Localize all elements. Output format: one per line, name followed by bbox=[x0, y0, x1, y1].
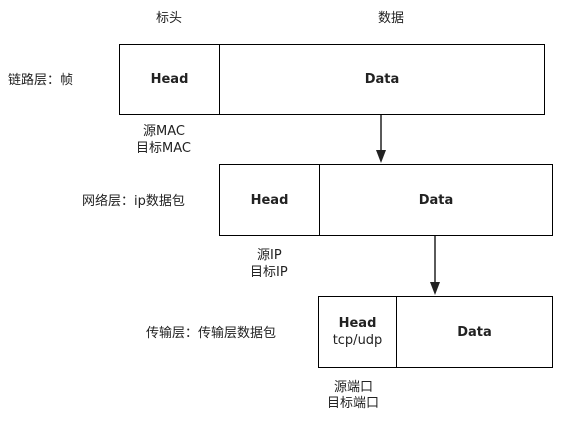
frame-link-head-cell: Head bbox=[120, 45, 220, 114]
frame-transport-head-cell: Head tcp/udp bbox=[319, 297, 397, 367]
frame-network-head-cell: Head bbox=[220, 165, 320, 235]
address-src-ip: 源IP bbox=[257, 248, 282, 263]
frame-link-head: Head bbox=[150, 72, 189, 87]
frame-link-data-cell: Data bbox=[220, 45, 544, 114]
layer-label-network: 网络层：ip数据包 bbox=[82, 194, 185, 209]
frame-link-data: Data bbox=[364, 72, 400, 87]
frame-link-layer: Head Data bbox=[119, 44, 545, 115]
frame-transport-data-cell: Data bbox=[397, 297, 552, 367]
frame-network-layer: Head Data bbox=[219, 164, 553, 236]
frame-network-data: Data bbox=[418, 192, 454, 208]
address-src-mac: 源MAC bbox=[143, 124, 185, 139]
column-header-head: 标头 bbox=[156, 11, 183, 26]
frame-transport-layer: Head tcp/udp Data bbox=[318, 296, 553, 368]
layer-label-link: 链路层：帧 bbox=[8, 73, 74, 88]
arrow-network-to-transport bbox=[430, 236, 440, 295]
address-dst-mac: 目标MAC bbox=[136, 141, 191, 156]
frame-network-head: Head bbox=[250, 192, 289, 208]
frame-transport-protocol: tcp/udp bbox=[332, 333, 383, 348]
frame-network-data-cell: Data bbox=[320, 165, 552, 235]
layer-label-transport: 传输层：传输层数据包 bbox=[146, 326, 277, 341]
arrow-link-to-network bbox=[376, 115, 386, 163]
address-dst-ip: 目标IP bbox=[250, 265, 288, 280]
frame-transport-head: Head bbox=[338, 316, 377, 331]
address-src-port: 源端口 bbox=[334, 380, 374, 395]
frame-transport-data: Data bbox=[457, 324, 492, 340]
column-header-data: 数据 bbox=[378, 11, 405, 26]
address-dst-port: 目标端口 bbox=[327, 396, 380, 411]
